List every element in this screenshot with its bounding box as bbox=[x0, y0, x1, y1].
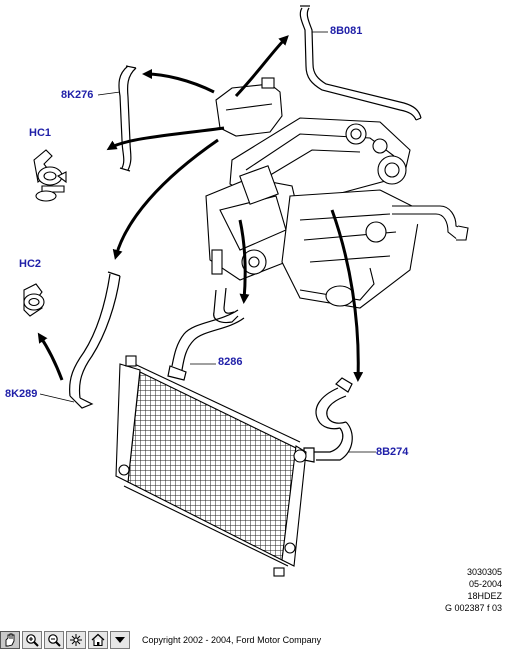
reference-line-3: 18HDEZ bbox=[467, 591, 502, 601]
engine-drawing bbox=[205, 77, 469, 309]
zoom-in-button[interactable] bbox=[22, 631, 42, 649]
clip-hc1-drawing bbox=[33, 149, 67, 202]
callout-8b274[interactable]: 8B274 bbox=[376, 446, 409, 458]
copyright-text: Copyright 2002 - 2004, Ford Motor Compan… bbox=[142, 635, 322, 645]
hose-8k289-drawing bbox=[69, 271, 121, 409]
hose-8b274-drawing bbox=[303, 377, 353, 463]
hose-8k276-drawing bbox=[118, 65, 137, 172]
viewer-toolbar: Copyright 2002 - 2004, Ford Motor Compan… bbox=[0, 630, 520, 650]
home-button[interactable] bbox=[88, 631, 108, 649]
callout-8k289[interactable]: 8K289 bbox=[5, 388, 38, 400]
home-icon bbox=[91, 633, 105, 647]
callout-8286[interactable]: 8286 bbox=[218, 356, 243, 368]
cooling-system-diagram bbox=[23, 5, 469, 577]
fit-to-window-button[interactable] bbox=[66, 631, 86, 649]
callout-8k276[interactable]: 8K276 bbox=[61, 89, 94, 101]
clip-hc2-drawing bbox=[23, 283, 45, 317]
zoom-out-button[interactable] bbox=[44, 631, 64, 649]
callout-8b081[interactable]: 8B081 bbox=[330, 25, 363, 37]
hose-8286-drawing bbox=[167, 287, 245, 381]
zoom-out-icon bbox=[48, 634, 61, 647]
reference-line-2: 05-2004 bbox=[468, 579, 502, 589]
zoom-in-icon bbox=[26, 634, 39, 647]
hose-8b081-drawing bbox=[299, 5, 422, 121]
fit-to-window-icon bbox=[70, 634, 82, 646]
callout-hc2[interactable]: HC2 bbox=[19, 258, 42, 270]
pan-hand-icon bbox=[5, 633, 15, 647]
reference-line-1: 3030305 bbox=[466, 567, 502, 577]
leader-lines bbox=[39, 31, 376, 453]
callout-hc1[interactable]: HC1 bbox=[29, 127, 52, 139]
reference-line-4: G 002387 f 03 bbox=[444, 603, 502, 613]
indicator-arrows bbox=[37, 35, 364, 382]
radiator-drawing bbox=[115, 355, 307, 577]
dropdown-button[interactable] bbox=[110, 631, 130, 649]
reference-block: 3030305 05-2004 18HDEZ G 002387 f 03 bbox=[445, 566, 502, 614]
dropdown-arrow-icon bbox=[115, 637, 125, 643]
pan-hand-button[interactable] bbox=[0, 631, 20, 649]
